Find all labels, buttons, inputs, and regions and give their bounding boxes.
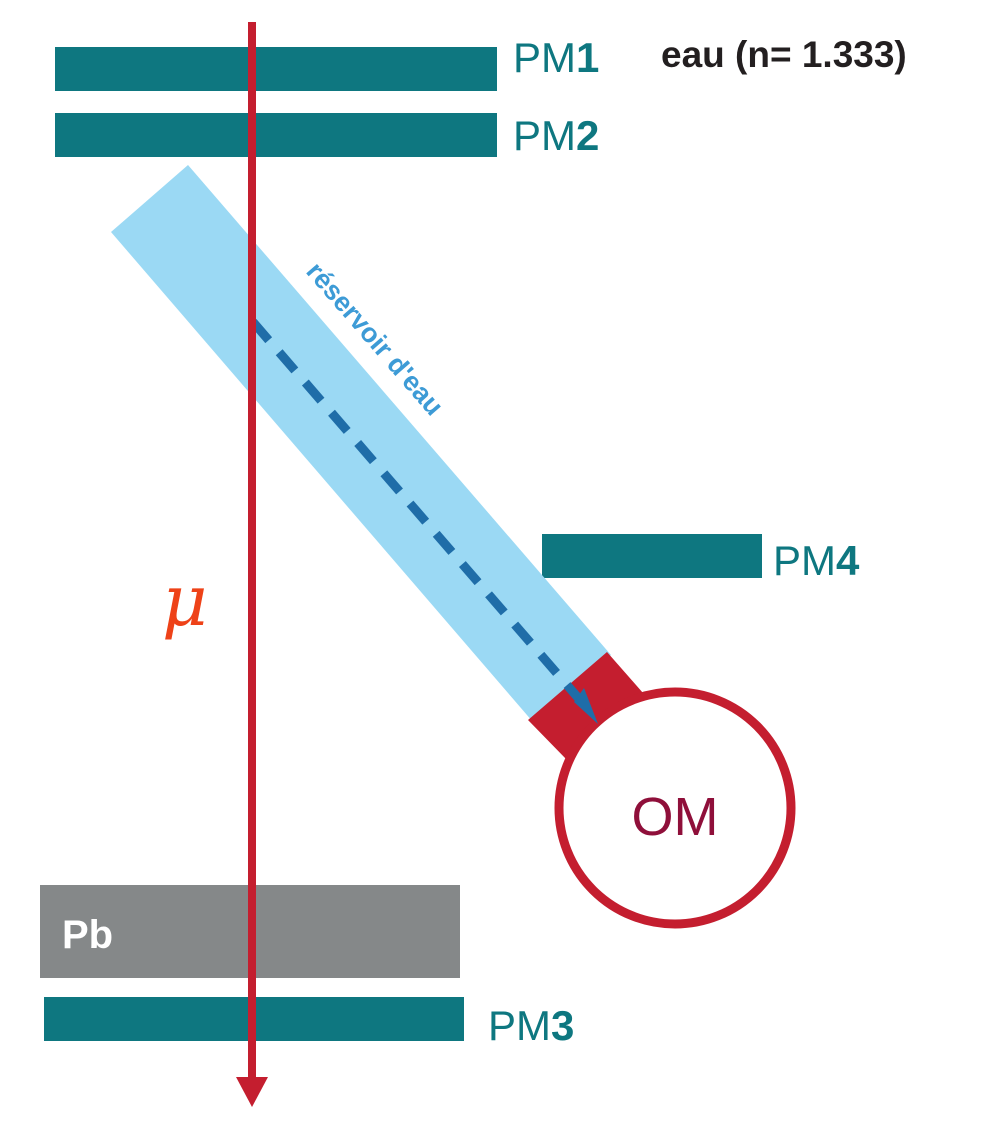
muon-track-arrowhead: [236, 1077, 268, 1107]
pm2-label: PM2: [513, 112, 599, 159]
pm4-bar: [542, 534, 762, 578]
pm2-bar: [55, 113, 497, 157]
optical-module: [554, 687, 796, 929]
pb-label: Pb: [62, 913, 113, 957]
light-path: [249, 319, 584, 703]
pm4-label: PM4: [773, 537, 860, 584]
pm1-bar: [55, 47, 497, 91]
om-label: OM: [632, 787, 719, 847]
pm3-label: PM3: [488, 1002, 574, 1049]
pm1-label: PM1: [513, 34, 599, 81]
water-index-note: eau (n= 1.333): [661, 34, 907, 75]
mu-label: μ: [162, 560, 208, 642]
light-path-arrowhead: [574, 688, 598, 724]
